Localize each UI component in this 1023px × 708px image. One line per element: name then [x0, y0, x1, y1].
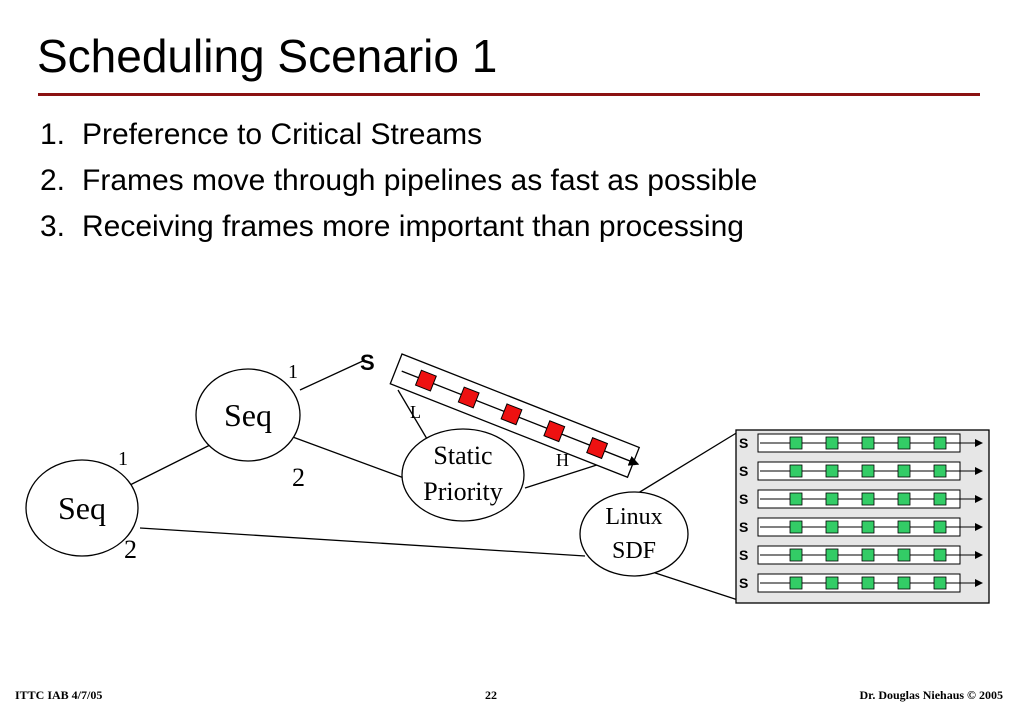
pipeline-high-label: H [556, 450, 569, 470]
normal-frame [861, 464, 875, 478]
pipeline-row: S [739, 517, 983, 537]
normal-frame [897, 464, 911, 478]
edge-label-1-left: 1 [118, 448, 128, 470]
critical-frame [414, 369, 437, 392]
normal-frame [933, 520, 947, 534]
normal-frame [933, 492, 947, 506]
list-text: Frames move through pipelines as fast as… [82, 164, 758, 197]
row-source-symbol: S [739, 519, 748, 535]
footer-copyright: Dr. Douglas Niehaus © 2005 [859, 688, 1003, 702]
normal-frame [897, 492, 911, 506]
normal-frame [861, 548, 875, 562]
normal-frame [825, 464, 839, 478]
pipeline-row: S [739, 489, 983, 509]
seq-node-top: Seq [195, 368, 301, 462]
normal-frame [897, 436, 911, 450]
seq-node-left: Seq [25, 459, 139, 557]
normal-frame [825, 520, 839, 534]
linux-sdf-line1: Linux [605, 504, 662, 530]
connector-lines [129, 359, 739, 601]
normal-frame [789, 576, 803, 590]
normal-frame [933, 464, 947, 478]
normal-frame [861, 520, 875, 534]
seq-left-label: Seq [58, 490, 106, 526]
normal-frame [789, 548, 803, 562]
critical-frame [543, 420, 566, 443]
pipeline-row: S [739, 433, 983, 453]
row-source-symbol: S [739, 435, 748, 451]
normal-frame [897, 548, 911, 562]
normal-frame [789, 436, 803, 450]
normal-frame [933, 436, 947, 450]
list-number: 2. [40, 164, 66, 197]
pipeline-low-label: L [410, 402, 421, 422]
list-number: 1. [40, 118, 66, 151]
critical-frame [586, 437, 609, 460]
list-text: Receiving frames more important than pro… [82, 210, 744, 243]
seq-top-label: Seq [224, 397, 272, 433]
normal-frame [861, 436, 875, 450]
critical-frame [500, 403, 523, 426]
pipeline-source-symbol: S [360, 350, 375, 375]
sdf-pipeline-panel: S S S [735, 429, 990, 604]
normal-frame [789, 520, 803, 534]
row-source-symbol: S [739, 547, 748, 563]
list-item: 2. Frames move through pipelines as fast… [40, 158, 800, 204]
list-text: Preference to Critical Streams [82, 118, 483, 151]
normal-frame [825, 492, 839, 506]
normal-frame [897, 576, 911, 590]
linux-sdf-line2: SDF [612, 538, 656, 564]
normal-frame [861, 492, 875, 506]
pipeline-row: S [739, 545, 983, 565]
list-item: 1. Preference to Critical Streams [40, 112, 800, 158]
edge-label-2-top: 2 [292, 463, 305, 492]
priority-pipeline: S L H [360, 350, 641, 479]
row-source-symbol: S [739, 491, 748, 507]
normal-frame [861, 576, 875, 590]
list-number: 3. [40, 210, 66, 243]
normal-frame [789, 492, 803, 506]
page-number: 22 [485, 688, 497, 702]
title-divider [38, 93, 980, 96]
list-item: 3. Receiving frames more important than … [40, 204, 800, 250]
normal-frame [897, 520, 911, 534]
pipeline-row: S [739, 461, 983, 481]
normal-frame [825, 576, 839, 590]
row-source-symbol: S [739, 463, 748, 479]
row-source-symbol: S [739, 575, 748, 591]
normal-frame [933, 576, 947, 590]
static-priority-line2: Priority [423, 477, 502, 506]
normal-frame [825, 548, 839, 562]
footer-left: ITTC IAB 4/7/05 [15, 688, 103, 702]
edge-label-2-left: 2 [124, 535, 137, 564]
edge-label-1-top: 1 [288, 361, 298, 383]
linux-sdf-node: Linux SDF [579, 491, 689, 577]
static-priority-node: Static Priority [401, 428, 525, 522]
static-priority-line1: Static [433, 441, 492, 470]
normal-frame [789, 464, 803, 478]
pipeline-row: S [739, 573, 983, 593]
normal-frame [933, 548, 947, 562]
slide-title: Scheduling Scenario 1 [37, 30, 498, 82]
critical-frame [457, 386, 480, 409]
bullet-list: 1. Preference to Critical Streams 2. Fra… [40, 112, 800, 250]
normal-frame [825, 436, 839, 450]
